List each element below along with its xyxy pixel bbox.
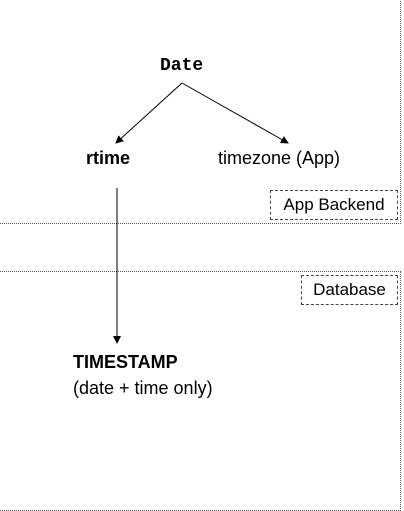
edge-date-to-timezone [181,82,289,144]
app-backend-label: App Backend [270,190,398,220]
diagram-edges [113,82,289,344]
timestamp-note: (date + time only) [73,378,213,398]
database-label: Database [301,275,398,305]
timezone-node: timezone (App) [218,148,341,168]
timestamp-node: TIMESTAMP [73,352,178,372]
date-node: Date [160,56,204,76]
app-backend-region [0,0,401,224]
edge-date-to-rtime [115,82,183,144]
rtime-node: rtime [86,148,131,168]
